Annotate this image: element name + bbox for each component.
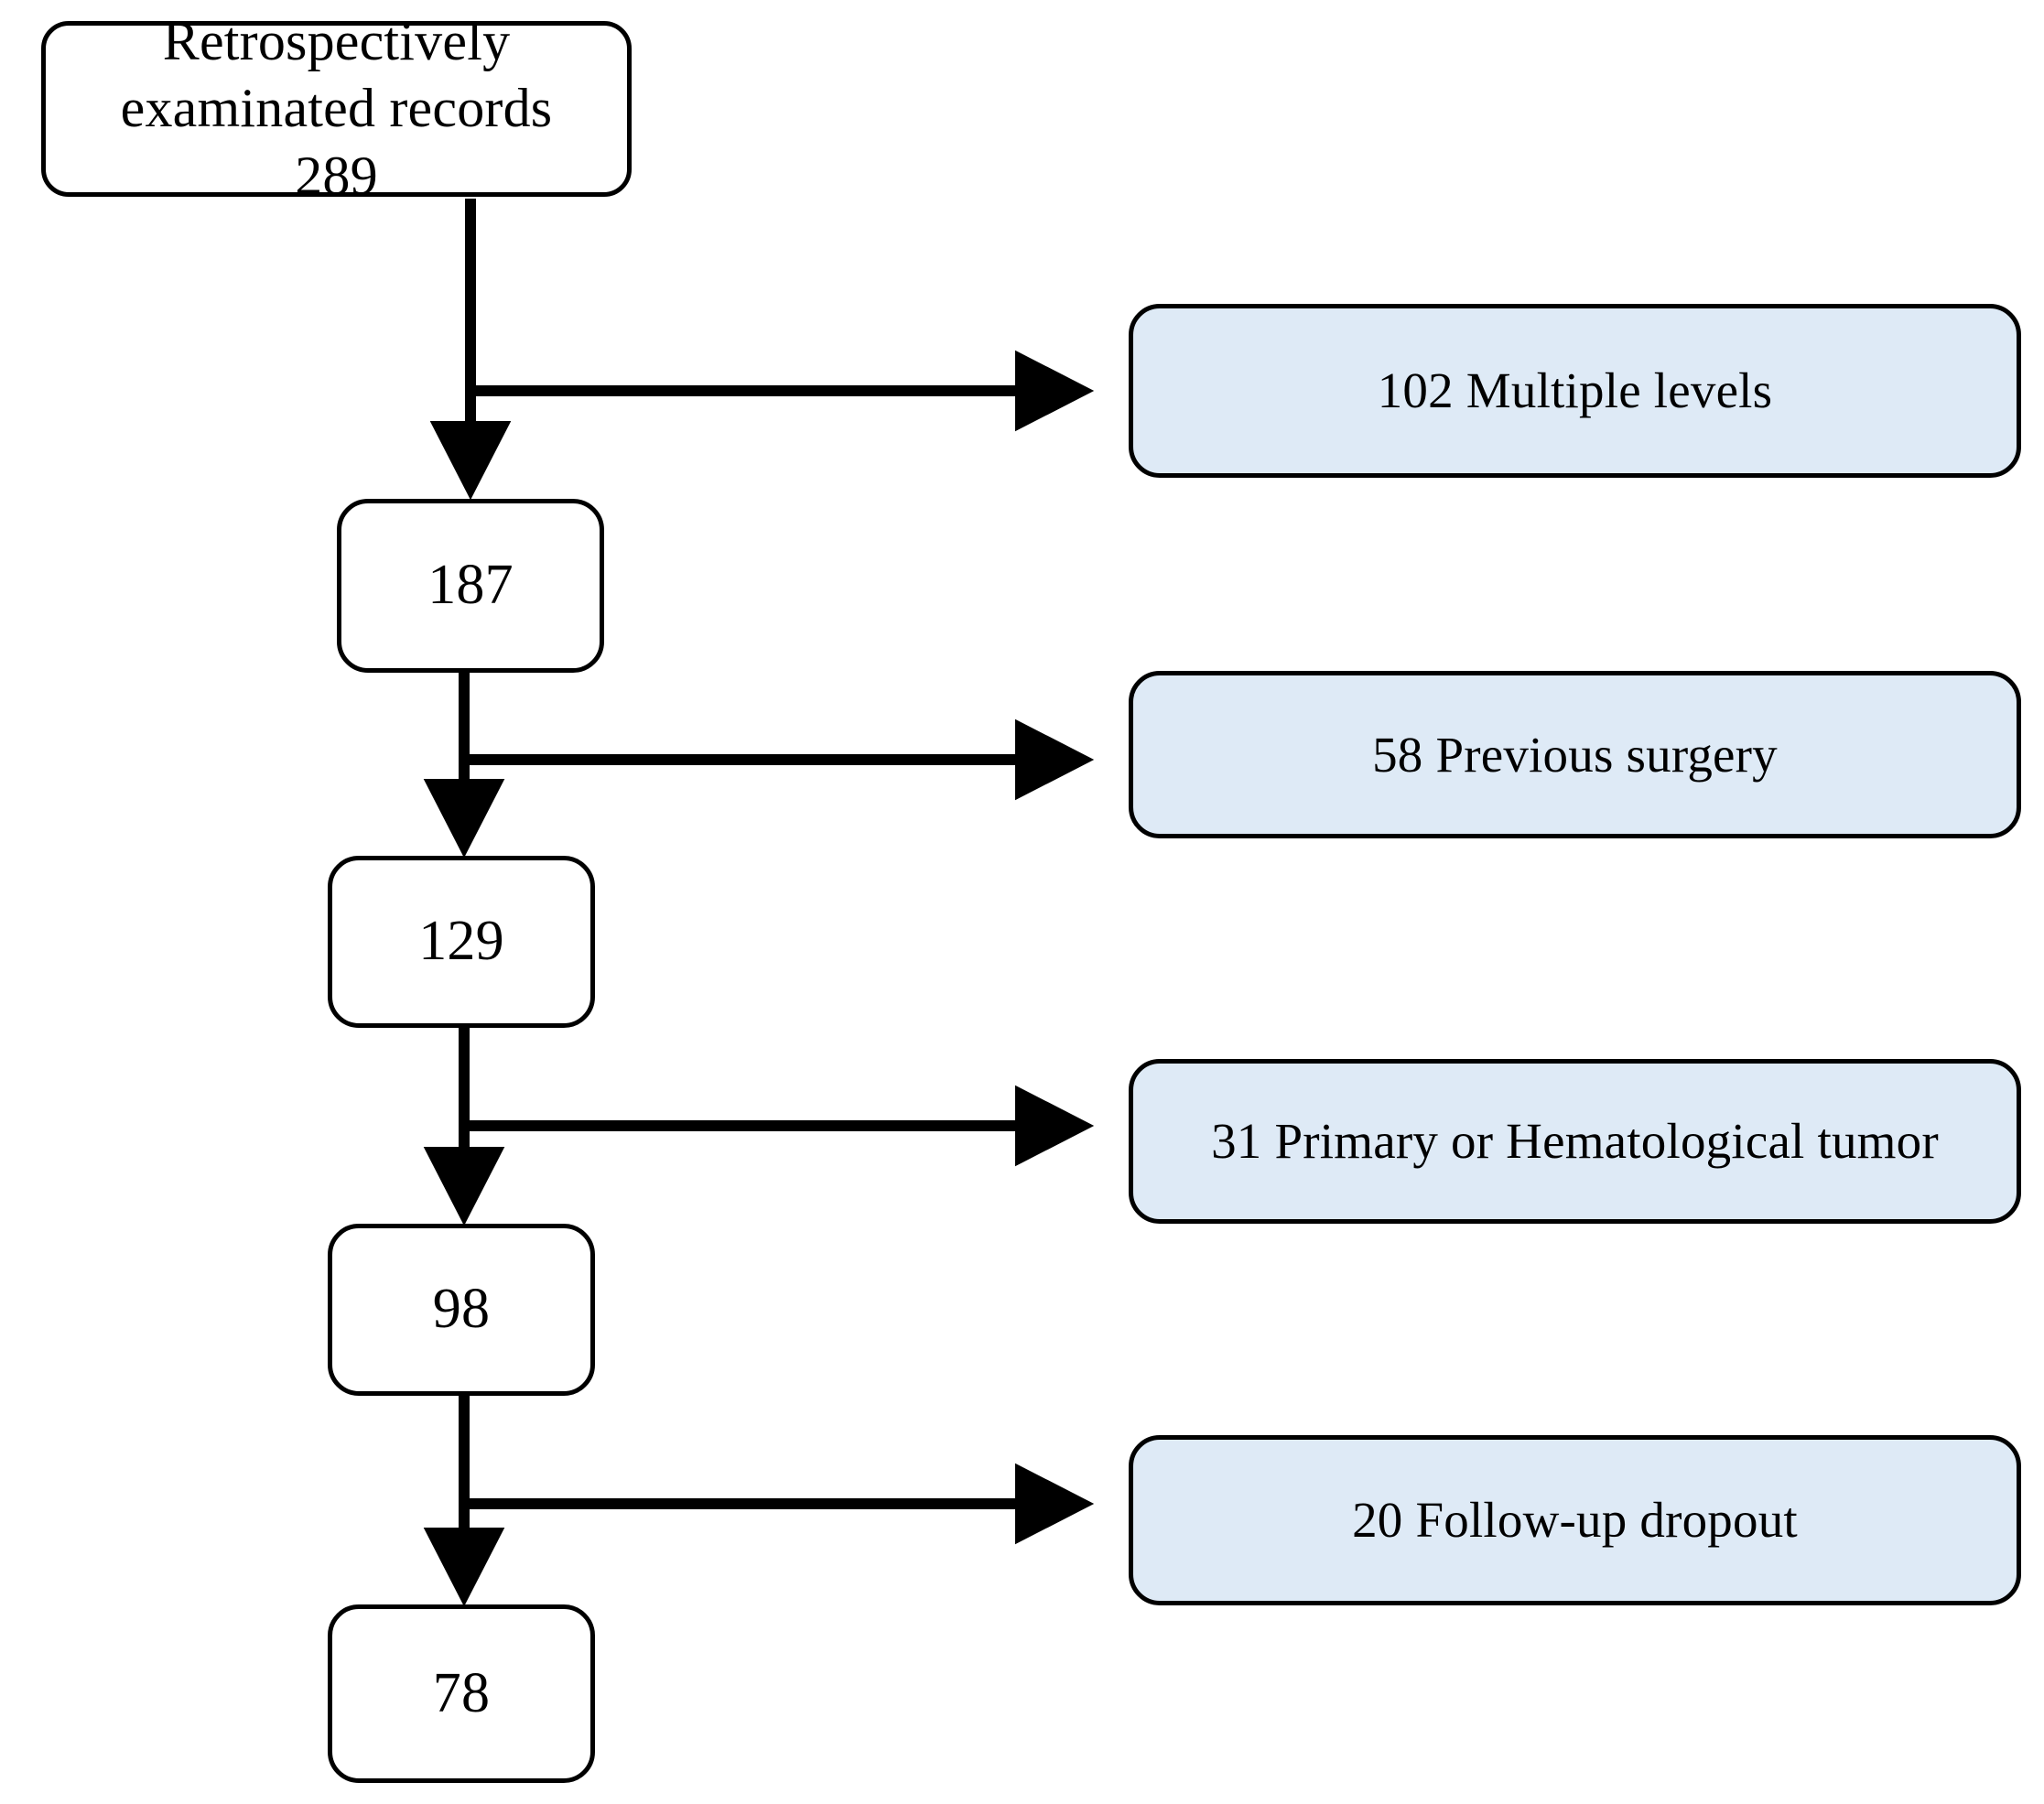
node-count-78[interactable]: 78 — [328, 1604, 595, 1783]
node-count-129[interactable]: 129 — [328, 856, 595, 1028]
node-78-label: 78 — [432, 1661, 491, 1724]
node-98-label: 98 — [432, 1278, 491, 1341]
node-exclusion-previous-surgery[interactable]: 58 Previous surgery — [1129, 671, 2021, 838]
exclusion-previous-surgery-label: 58 Previous surgery — [1372, 726, 1778, 783]
exclusion-multiple-levels-label: 102 Multiple levels — [1377, 362, 1773, 419]
exclusion-dropout-label: 20 Follow-up dropout — [1352, 1492, 1798, 1549]
node-count-98[interactable]: 98 — [328, 1224, 595, 1396]
node-187-label: 187 — [427, 554, 514, 617]
node-exclusion-followup-dropout[interactable]: 20 Follow-up dropout — [1129, 1435, 2021, 1605]
node-exclusion-multiple-levels[interactable]: 102 Multiple levels — [1129, 304, 2021, 478]
node-count-187[interactable]: 187 — [337, 499, 604, 673]
exclusion-tumor-label: 31 Primary or Hematological tumor — [1211, 1113, 1939, 1170]
node-exclusion-primary-or-hematological-tumor[interactable]: 31 Primary or Hematological tumor — [1129, 1059, 2021, 1224]
node-129-label: 129 — [418, 910, 504, 973]
